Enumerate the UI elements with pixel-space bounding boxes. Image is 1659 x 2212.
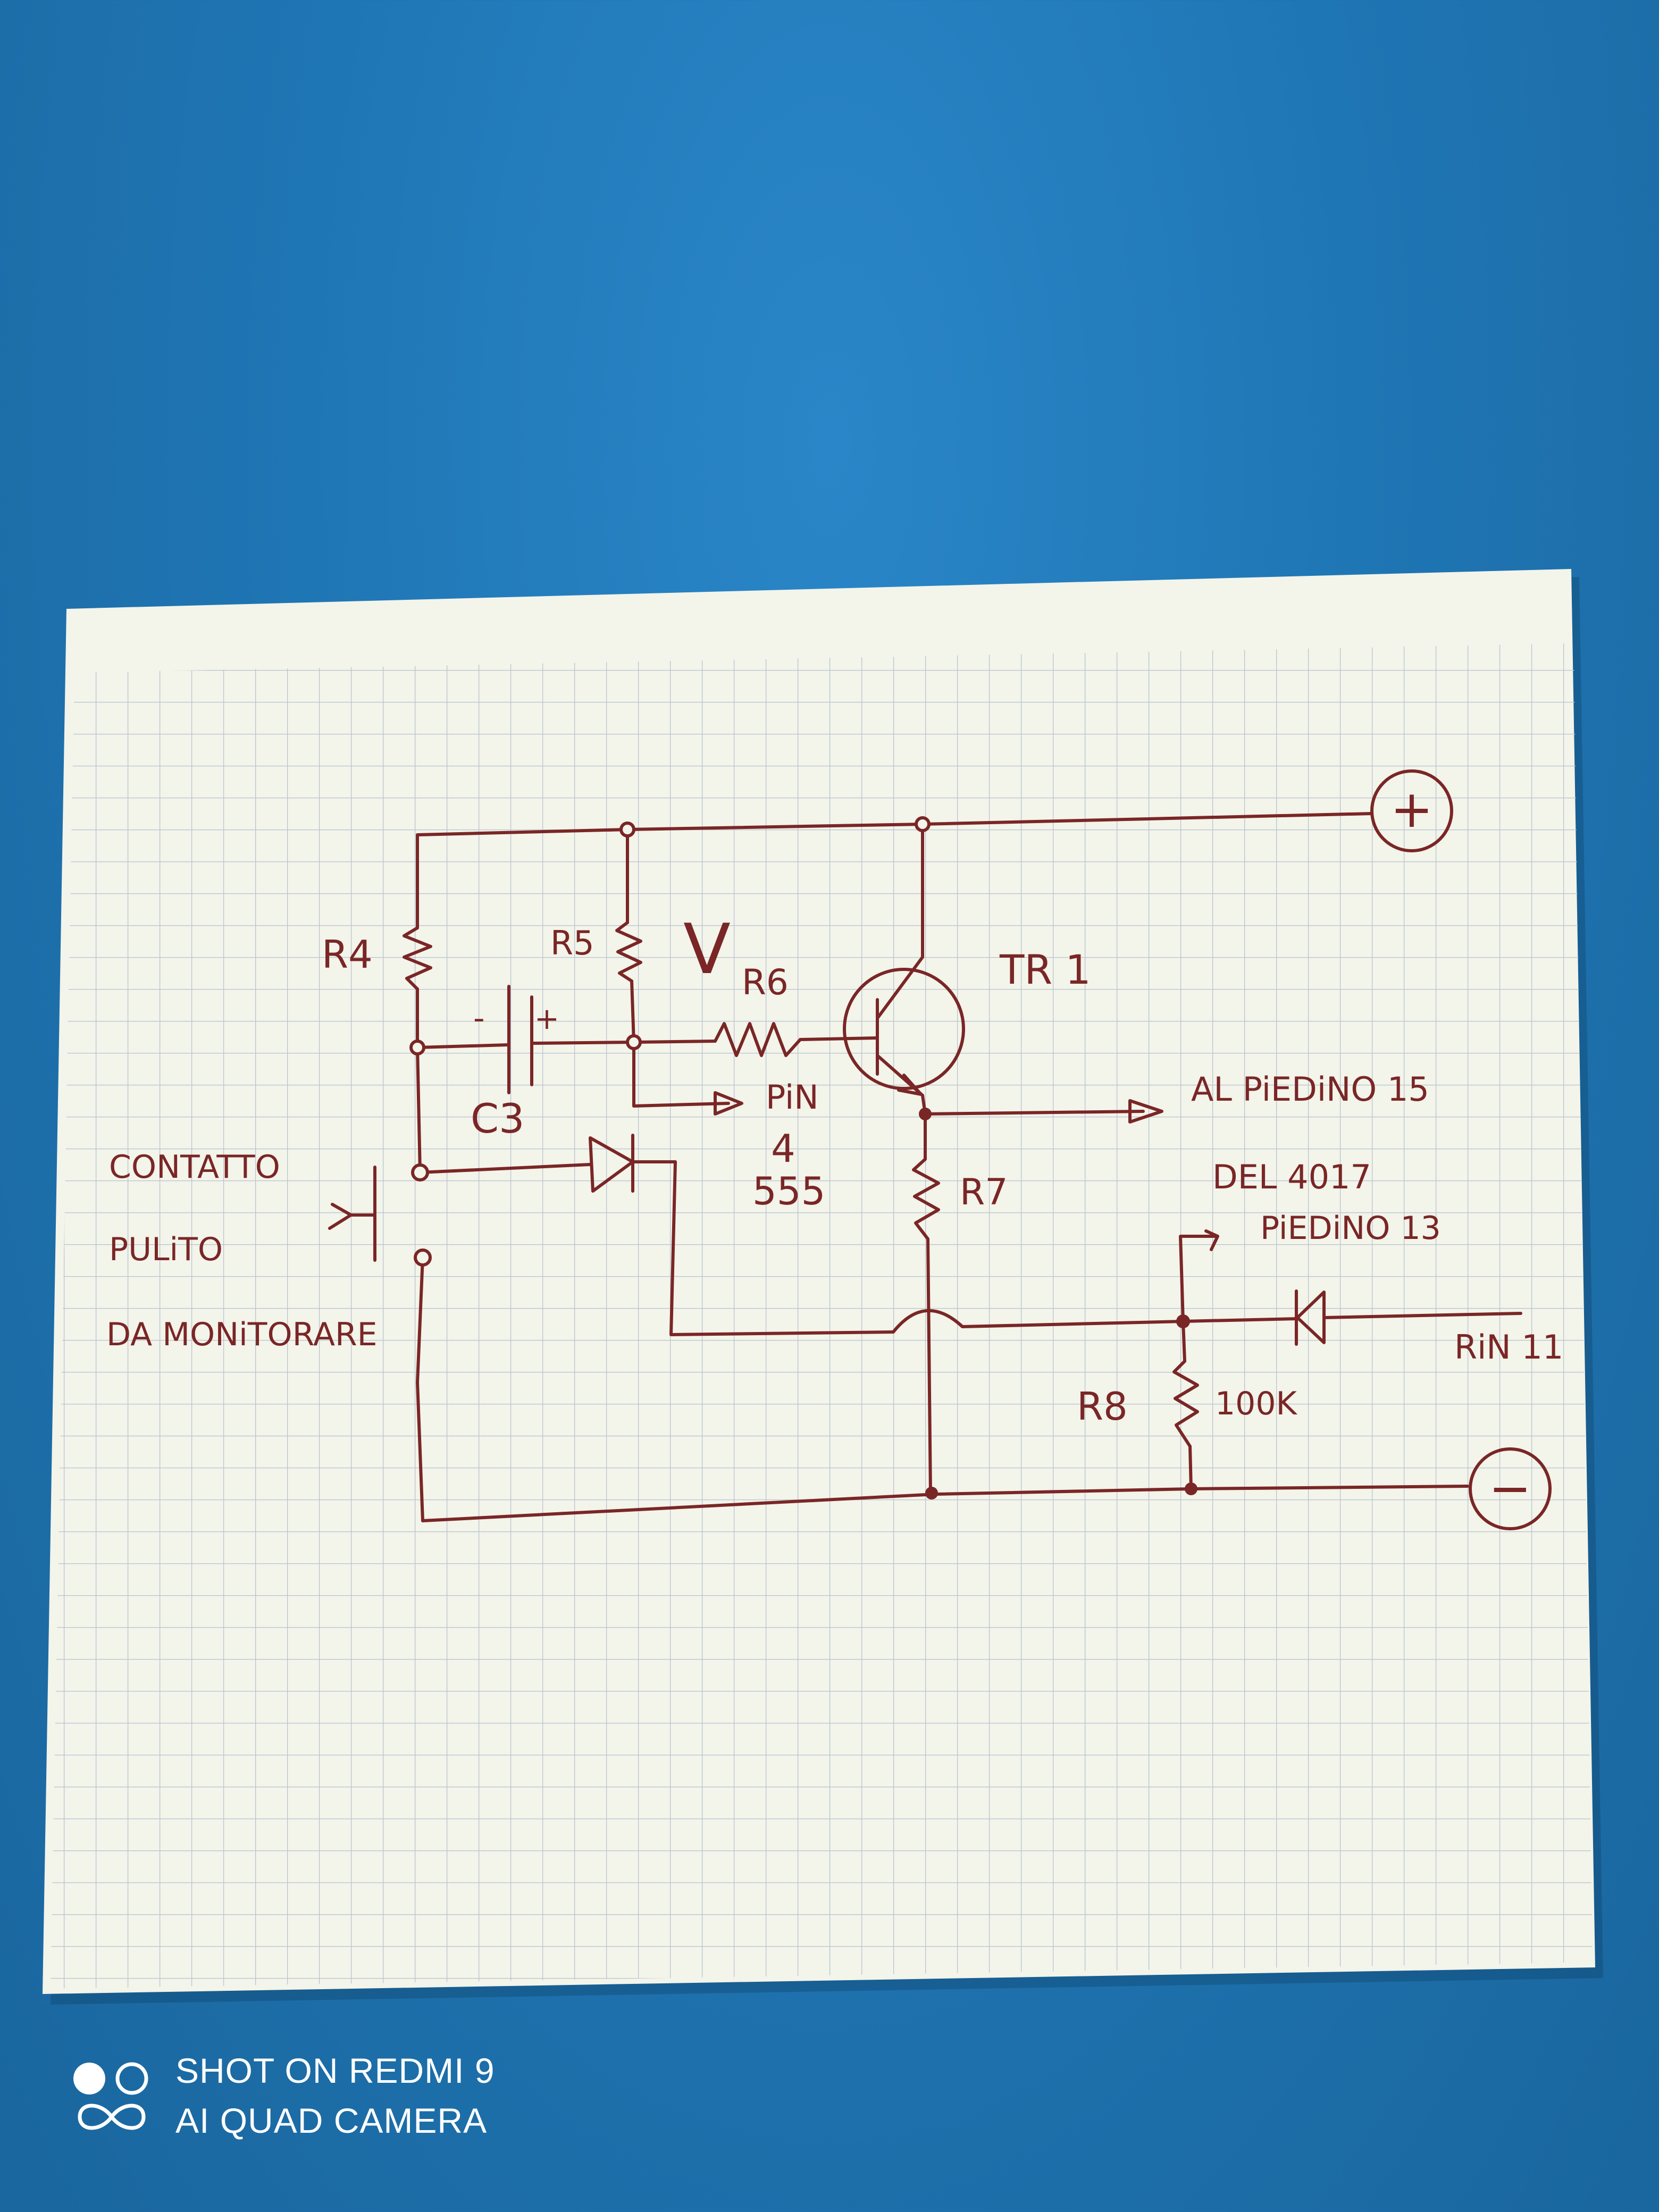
c3-label: C3 bbox=[471, 1095, 524, 1142]
contact-label-line2: PULiTO bbox=[109, 1231, 223, 1268]
junction-dot bbox=[411, 1163, 429, 1182]
resistor-r8-symbol bbox=[1172, 1360, 1199, 1448]
tr1-emitter-arrow bbox=[897, 1074, 923, 1096]
graph-paper-sheet bbox=[43, 569, 1603, 2005]
watermark-line-2: AI QUAD CAMERA bbox=[175, 2101, 488, 2140]
paper-grid bbox=[51, 643, 1593, 1989]
junction-dot bbox=[919, 1108, 932, 1120]
output-15-arrow-head bbox=[1128, 1099, 1163, 1124]
diode-output-wire bbox=[631, 1160, 895, 1336]
tr1-collector-leg bbox=[876, 956, 924, 1020]
resistor-r6-symbol bbox=[714, 1022, 802, 1057]
junction-dot bbox=[925, 1487, 938, 1499]
piedino-13-label: PiEDiNO 13 bbox=[1260, 1210, 1441, 1247]
r4-label: R4 bbox=[322, 932, 373, 977]
r8-value-label: 100K bbox=[1215, 1385, 1298, 1422]
contact-label-line1: CONTATTO bbox=[109, 1149, 280, 1186]
contact-switch-symbol bbox=[328, 1166, 376, 1262]
negative-terminal-circle bbox=[1469, 1447, 1552, 1530]
r6-left-wire bbox=[632, 1040, 717, 1044]
contact-label-line3: DA MONiTORARE bbox=[106, 1316, 378, 1353]
r7-bottom-wire bbox=[926, 1237, 932, 1496]
left-lower-wire bbox=[416, 1256, 424, 1522]
tr1-label: TR 1 bbox=[999, 946, 1091, 993]
r7-label: R7 bbox=[960, 1171, 1008, 1213]
output-15-wire bbox=[924, 1110, 1145, 1116]
r6-right-wire bbox=[799, 1036, 879, 1041]
contact-switch-actuator bbox=[328, 1203, 376, 1230]
diode-right-triangle bbox=[1296, 1291, 1326, 1344]
resistor-r5-symbol bbox=[615, 921, 642, 983]
junction-dot bbox=[1185, 1482, 1197, 1495]
negative-terminal-label: − bbox=[1489, 1459, 1531, 1518]
del-4017-label: DEL 4017 bbox=[1212, 1158, 1371, 1196]
positive-terminal: + bbox=[1370, 769, 1453, 852]
camera-watermark: SHOT ON REDMI 9 AI QUAD CAMERA bbox=[69, 2047, 495, 2144]
v-mark: V bbox=[683, 909, 731, 990]
junction-dot bbox=[414, 1249, 432, 1267]
r5-label: R5 bbox=[550, 924, 594, 962]
junction-dot bbox=[409, 1040, 425, 1055]
al-piedino-label: AL PiEDiNO 15 bbox=[1191, 1070, 1429, 1109]
pin4-label-line2: 4 bbox=[771, 1126, 795, 1171]
tr1-body-circle bbox=[843, 968, 965, 1090]
r8-bottom-wire bbox=[1188, 1445, 1193, 1490]
diodes bbox=[589, 1134, 1326, 1346]
pin4-arrow-wire bbox=[632, 1102, 730, 1108]
top-rail-wire bbox=[416, 812, 1373, 836]
resistors bbox=[403, 921, 1199, 1448]
pin-11-label: RiN 11 bbox=[1454, 1328, 1563, 1367]
pin4-arrow-head bbox=[714, 1091, 743, 1116]
watermark-text-block: SHOT ON REDMI 9 AI QUAD CAMERA bbox=[175, 2047, 495, 2144]
junction-dot bbox=[619, 822, 635, 837]
junction-dot bbox=[626, 1034, 642, 1050]
c3-plus-label: + bbox=[534, 1002, 559, 1036]
pin13-up-wire bbox=[1179, 1235, 1217, 1323]
junction-dots bbox=[409, 816, 1197, 1499]
camera-logo-icon bbox=[73, 2062, 148, 2130]
pin4-label-line1: PiN bbox=[766, 1078, 819, 1117]
capacitor-c3-symbol bbox=[507, 985, 533, 1094]
junction-dot bbox=[915, 816, 931, 832]
transistor-tr1-symbol bbox=[843, 956, 965, 1097]
right-diode-wire bbox=[1322, 1312, 1522, 1319]
resistor-r7-symbol bbox=[912, 1158, 940, 1241]
junction-dot bbox=[1176, 1314, 1190, 1328]
watermark-line-1: SHOT ON REDMI 9 bbox=[175, 2051, 495, 2090]
right-signal-wire bbox=[1182, 1317, 1299, 1323]
component-labels: R4 R5 V R6 TR 1 - + C3 PiN 4 555 AL PiED… bbox=[106, 909, 1563, 1429]
c3-minus-label: - bbox=[473, 1000, 485, 1037]
diode-left-triangle bbox=[589, 1136, 634, 1193]
pin4-label-line3: 555 bbox=[752, 1169, 825, 1213]
bottom-rail-wire bbox=[421, 1485, 1469, 1522]
diode-input-wire bbox=[418, 1163, 592, 1174]
resistor-r4-symbol bbox=[403, 926, 432, 991]
positive-terminal-label: + bbox=[1390, 780, 1433, 839]
r8-label: R8 bbox=[1077, 1384, 1128, 1429]
positive-terminal-circle bbox=[1370, 769, 1453, 852]
c3-left-wire bbox=[416, 1043, 509, 1049]
r6-label: R6 bbox=[742, 962, 789, 1003]
pin13-arrow-head bbox=[1204, 1229, 1219, 1251]
negative-terminal: − bbox=[1469, 1447, 1552, 1530]
c3-right-wire bbox=[530, 1041, 634, 1045]
